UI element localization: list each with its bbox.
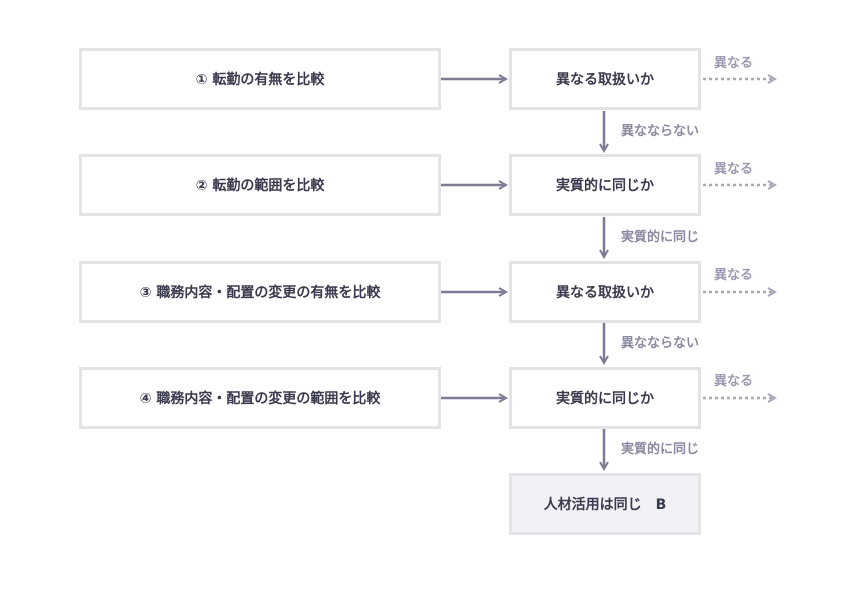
criterion-box-4: ④ 職務内容・配置の変更の範囲を比較 xyxy=(79,367,441,429)
side-label-3: 異なる xyxy=(714,268,754,283)
judgment-box-1: 異なる取扱いか xyxy=(509,48,701,110)
criterion-label-3: ③ 職務内容・配置の変更の有無を比較 xyxy=(139,285,381,301)
criterion-label-1: ① 転勤の有無を比較 xyxy=(195,72,325,88)
judgment-box-4: 実質的に同じか xyxy=(509,367,701,429)
result-label: 人材活用は同じ B xyxy=(543,497,667,513)
judgment-box-3: 異なる取扱いか xyxy=(509,261,701,323)
down-label-3: 異なならない xyxy=(621,336,700,351)
criterion-box-3: ③ 職務内容・配置の変更の有無を比較 xyxy=(79,261,441,323)
criterion-label-2: ② 転勤の範囲を比較 xyxy=(195,178,325,194)
criterion-box-1: ① 転勤の有無を比較 xyxy=(79,48,441,110)
result-box: 人材活用は同じ B xyxy=(509,473,701,535)
side-label-2: 異なる xyxy=(714,162,754,177)
side-label-1: 異なる xyxy=(714,56,754,71)
judgment-label-3: 異なる取扱いか xyxy=(556,285,654,301)
down-label-1: 異なならない xyxy=(621,124,700,139)
judgment-box-2: 実質的に同じか xyxy=(509,154,701,216)
criterion-box-2: ② 転勤の範囲を比較 xyxy=(79,154,441,216)
down-label-4: 実質的に同じ xyxy=(621,442,700,457)
judgment-label-4: 実質的に同じか xyxy=(556,391,654,407)
down-label-2: 実質的に同じ xyxy=(621,230,700,245)
judgment-label-2: 実質的に同じか xyxy=(556,178,654,194)
judgment-label-1: 異なる取扱いか xyxy=(556,72,654,88)
side-label-4: 異なる xyxy=(714,374,754,389)
criterion-label-4: ④ 職務内容・配置の変更の範囲を比較 xyxy=(139,391,381,407)
